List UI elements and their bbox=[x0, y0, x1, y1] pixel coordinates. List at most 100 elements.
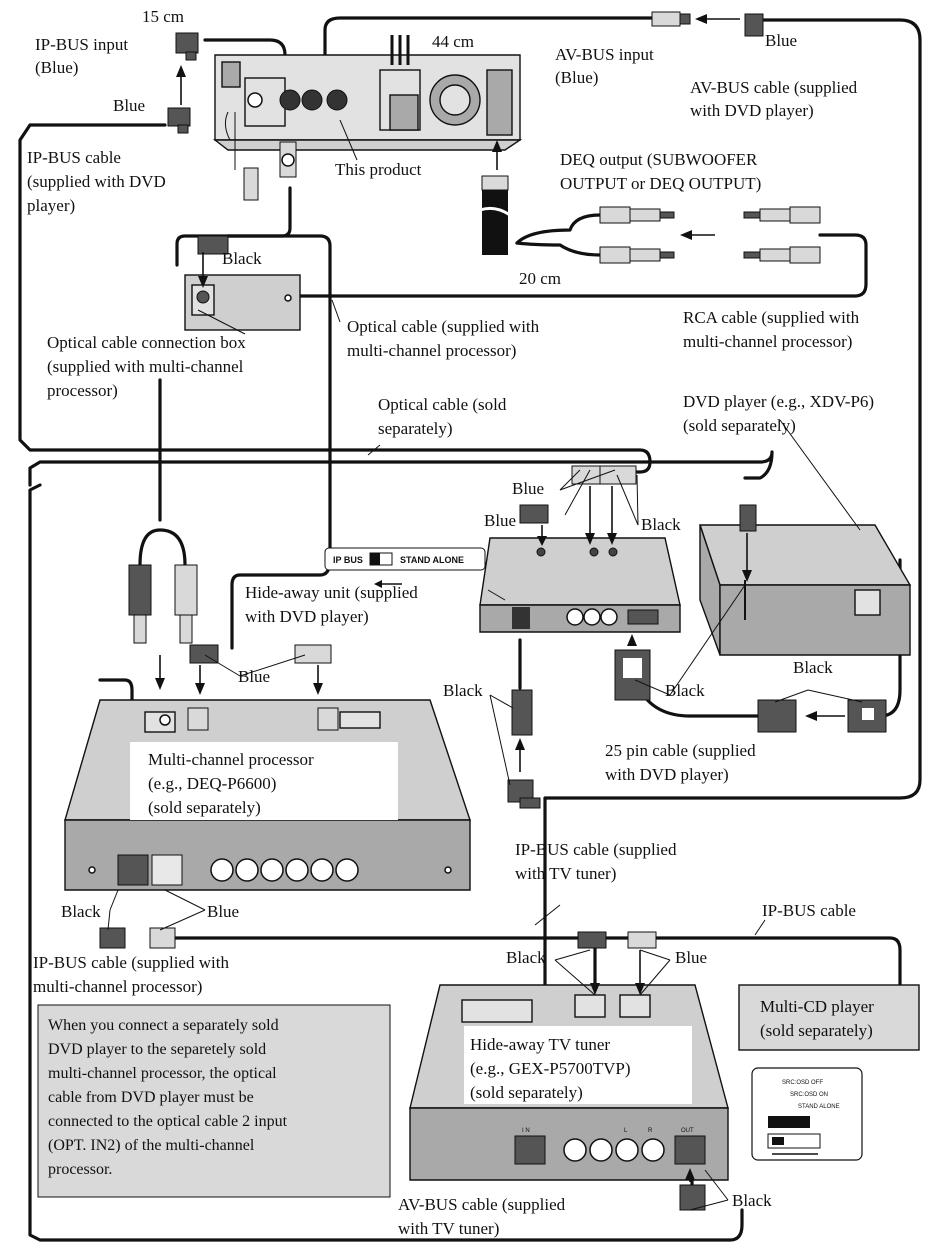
ipbus-cable-dvd bbox=[18, 123, 652, 474]
rca-cable-outer bbox=[216, 233, 868, 298]
outer-frame-cable bbox=[28, 483, 744, 1242]
label-multicd-1: Multi-CD player bbox=[760, 997, 874, 1016]
rca-pair-to-processor bbox=[128, 564, 198, 644]
avbus-input-plug bbox=[651, 11, 764, 37]
label-tv-2: (e.g., GEX-P5700TVP) bbox=[470, 1059, 631, 1078]
label-hideaway-2: with DVD player) bbox=[245, 607, 369, 626]
dvd-top-cable bbox=[28, 450, 774, 487]
cable-44cm bbox=[323, 16, 657, 97]
label-tv-3: (sold separately) bbox=[470, 1083, 583, 1102]
multichannel-processor bbox=[64, 699, 471, 891]
stand-alone-switch-label: STAND ALONE bbox=[798, 1104, 840, 1110]
note-box bbox=[37, 1004, 391, 1198]
label-blue-processor-bottom: Blue bbox=[207, 902, 239, 921]
rca-plugs bbox=[599, 206, 821, 264]
ipbus-switch: IP BUS STAND ALONE bbox=[324, 547, 486, 588]
label-ipbus-tv-2: with TV tuner) bbox=[515, 864, 616, 883]
label-avbus-cable-1: AV-BUS cable (supplied bbox=[690, 78, 858, 97]
label-processor-3: (sold separately) bbox=[148, 798, 261, 817]
processor-top-plugs bbox=[189, 644, 332, 664]
deq-output-cable-b bbox=[515, 241, 602, 257]
label-ipbus-input-2: (Blue) bbox=[35, 58, 78, 77]
arrows bbox=[155, 14, 845, 1182]
label-ipbus-tv-1: IP-BUS cable (supplied bbox=[515, 840, 677, 859]
this-product-device bbox=[212, 35, 523, 170]
label-blue-hide-2: Blue bbox=[484, 511, 516, 530]
label-ipbus-cable-right: IP-BUS cable bbox=[762, 901, 856, 920]
note-text: When you connect a separately sold DVD p… bbox=[48, 1017, 288, 1178]
label-15cm: 15 cm bbox=[142, 7, 184, 26]
label-black-tv: Black bbox=[506, 948, 546, 967]
note-line-3: multi-channel processor, the optical bbox=[48, 1065, 277, 1082]
label-black-processor-bottom: Black bbox=[61, 902, 101, 921]
label-rca-cable-1: RCA cable (supplied with bbox=[683, 308, 860, 327]
label-black-optical-box: Black bbox=[222, 249, 262, 268]
label-optical-box-3: processor) bbox=[47, 381, 118, 400]
label-optical-cable-1: Optical cable (supplied with bbox=[347, 317, 540, 336]
tv-panel-l: L bbox=[624, 1128, 628, 1134]
label-20cm: 20 cm bbox=[519, 269, 561, 288]
note-line-5: connected to the optical cable 2 input bbox=[48, 1113, 288, 1130]
leader-lines bbox=[107, 119, 863, 1211]
label-hideaway-1: Hide-away unit (supplied bbox=[245, 583, 418, 602]
label-ipbus-input-1: IP-BUS input bbox=[35, 35, 128, 54]
labels: 15 cm 44 cm IP-BUS input (Blue) AV-BUS i… bbox=[27, 7, 874, 1238]
label-deq-output-2: OUTPUT or DEQ OUTPUT) bbox=[560, 174, 761, 193]
osd-on-label: SRC:OSD ON bbox=[790, 1092, 828, 1098]
label-multicd-2: (sold separately) bbox=[760, 1021, 873, 1040]
label-avbus-cable-2: with DVD player) bbox=[690, 101, 814, 120]
label-optical-sold-2: separately) bbox=[378, 419, 453, 438]
label-avbus-input-2: (Blue) bbox=[555, 68, 598, 87]
label-blue-tv: Blue bbox=[675, 948, 707, 967]
label-processor-2: (e.g., DEQ-P6600) bbox=[148, 774, 276, 793]
label-processor-1: Multi-channel processor bbox=[148, 750, 314, 769]
label-optical-cable-2: multi-channel processor) bbox=[347, 341, 516, 360]
label-ipbus-processor-2: multi-channel processor) bbox=[33, 977, 202, 996]
label-ipbus-cable-3: player) bbox=[27, 196, 75, 215]
hideaway-black-plugs bbox=[507, 689, 541, 809]
label-blue-hide-1: Blue bbox=[512, 479, 544, 498]
processor-bottom-plugs bbox=[99, 927, 176, 949]
osd-off-label: SRC:OSD OFF bbox=[782, 1080, 823, 1086]
note-line-1: When you connect a separately sold bbox=[48, 1017, 279, 1034]
label-tv-1: Hide-away TV tuner bbox=[470, 1035, 610, 1054]
note-line-2: DVD player to the separetely sold bbox=[48, 1041, 266, 1058]
deq-output-block bbox=[479, 175, 511, 255]
label-blue-avbus: Blue bbox=[765, 31, 797, 50]
note-line-7: processor. bbox=[48, 1161, 112, 1178]
label-black-25pin-a: Black bbox=[793, 658, 833, 677]
tv-tuner-plugs bbox=[577, 931, 706, 1211]
label-avbus-input-1: AV-BUS input bbox=[555, 45, 654, 64]
label-rca-cable-2: multi-channel processor) bbox=[683, 332, 852, 351]
deq-output-cable bbox=[515, 213, 602, 245]
label-black-hide: Black bbox=[641, 515, 681, 534]
label-dvd-player-1: DVD player (e.g., XDV-P6) bbox=[683, 392, 874, 411]
osd-switch-panel: SRC:OSD OFF SRC:OSD ON STAND ALONE bbox=[751, 1067, 863, 1161]
label-25pin-1: 25 pin cable (supplied bbox=[605, 741, 756, 760]
hideaway-unit bbox=[479, 537, 681, 633]
switch-label-ipbus: IP BUS bbox=[333, 555, 363, 565]
processor-left-loop bbox=[98, 678, 134, 702]
tv-panel-out: OUT bbox=[681, 1128, 694, 1134]
label-black-25pin-b: Black bbox=[665, 681, 705, 700]
label-avbus-tv-2: with TV tuner) bbox=[398, 1219, 499, 1238]
label-black-tv-bottom: Black bbox=[732, 1191, 772, 1210]
label-optical-sold-1: Optical cable (sold bbox=[378, 395, 507, 414]
cables bbox=[18, 16, 922, 1242]
label-ipbus-cable-2: (supplied with DVD bbox=[27, 172, 166, 191]
switch-label-standalone: STAND ALONE bbox=[400, 555, 464, 565]
tv-panel-in: I N bbox=[522, 1128, 530, 1134]
note-line-4: cable from DVD player must be bbox=[48, 1089, 254, 1106]
label-ipbus-processor-1: IP-BUS cable (supplied with bbox=[33, 953, 229, 972]
dvd-player-device bbox=[699, 504, 912, 656]
label-this-product: This product bbox=[335, 160, 422, 179]
product-plugs bbox=[243, 141, 297, 201]
label-25pin-2: with DVD player) bbox=[605, 765, 729, 784]
label-avbus-tv-1: AV-BUS cable (supplied bbox=[398, 1195, 566, 1214]
pin25-connectors bbox=[614, 649, 887, 733]
tv-panel-r: R bbox=[648, 1128, 653, 1134]
label-44cm: 44 cm bbox=[432, 32, 474, 51]
multi-cd-player bbox=[738, 984, 920, 1051]
label-blue-processor: Blue bbox=[238, 667, 270, 686]
